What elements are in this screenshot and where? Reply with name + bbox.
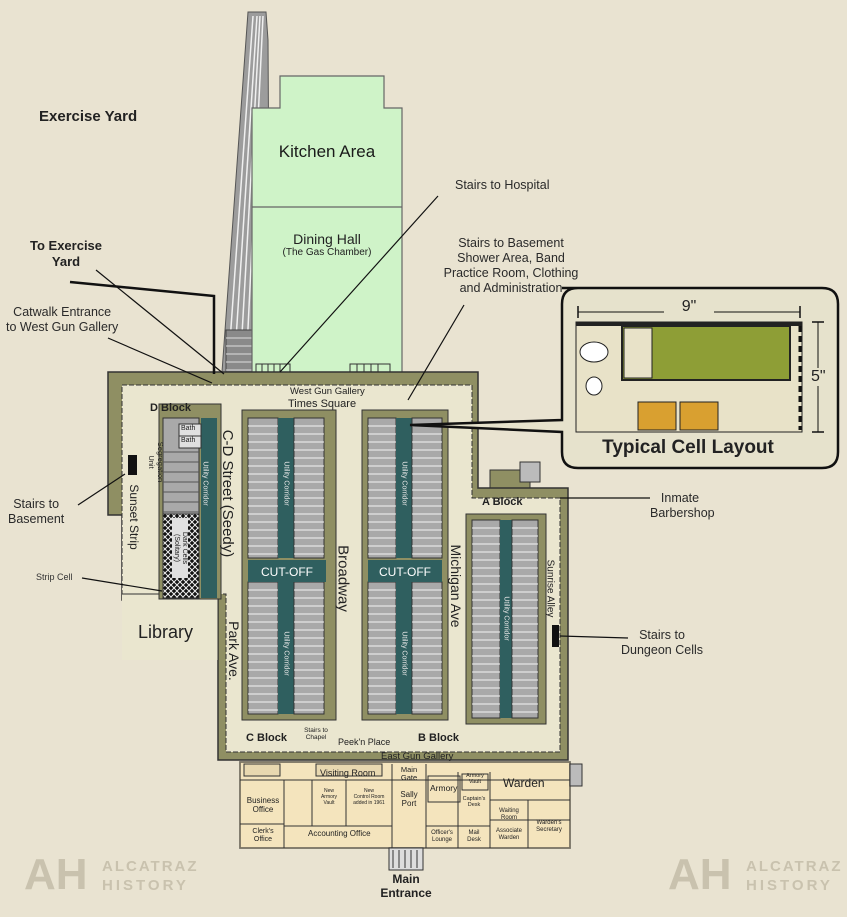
utility-corridor-b-bottom: Utility Corridor [400,631,408,676]
utility-corridor-d: Utility Corridor [201,461,209,506]
west-gun-gallery-label: West Gun Gallery [290,386,365,397]
accounting-office-label: Accounting Office [308,829,371,838]
sally-port-label: Sally Port [400,790,418,808]
utility-corridor-b-top: Utility Corridor [400,461,408,506]
kitchen-label: Kitchen Area [278,142,376,161]
library-label: Library [138,622,194,642]
east-gun-gallery-label: East Gun Gallery [381,751,454,762]
visiting-room-label: Visiting Room [320,768,376,778]
inmate-barbershop-label: Inmate Barbershop [650,491,715,520]
strip-cell-label: Strip Cell [36,572,73,582]
new-armory-vault-label: New Armory Vault [320,788,338,806]
stairs-to-hospital-label: Stairs to Hospital [455,178,550,192]
wardens-secretary-label: Warden's Secretary [536,820,562,833]
warden-label: Warden [503,776,545,790]
stairs-to-basement-right-label: Stairs to Basement Shower Area, Band Pra… [443,236,579,295]
ah-logo-right-icon: AH [668,850,732,899]
armory-label: Armory [430,783,458,793]
associate-warden-label: Associate Warden [495,828,522,841]
bath-label-1: Bath [181,425,196,432]
michigan-ave-label: Michigan Ave [448,544,464,628]
to-exercise-yard-label: To Exercise Yard [30,238,103,269]
cell-height-label: 5" [811,368,826,386]
main-gate-label: Main Gate [400,765,418,782]
utility-corridor-c-top: Utility Corridor [282,461,290,506]
captains-desk-label: Captain's Desk [462,796,486,808]
park-ave-label: Park Ave. [226,621,242,681]
cut-off-right-label: CUT-OFF [379,565,431,579]
b-block-label: B Block [418,732,459,744]
bath-label-2: Bath [181,437,196,444]
utility-corridor-c-bottom: Utility Corridor [282,631,290,676]
mail-desk-label: Mail Desk [467,830,481,843]
cut-off-left-label: CUT-OFF [261,565,313,579]
catwalk-label: Catwalk Entrance to West Gun Gallery [6,305,119,334]
ah-logo-left-icon: AH [24,850,88,899]
segregation-unit-label: Segregation Unit [147,441,165,483]
armory-vault-label: Armory Vault [466,773,484,785]
a-block-label: A Block [482,496,523,508]
c-block-label: C Block [246,732,287,744]
dining-hall-sub-label: (The Gas Chamber) [282,247,372,258]
dark-cells-label: Dark Cells (Solitary) [172,518,188,578]
cd-street-label: C-D Street (Seedy) [219,429,236,558]
stairs-to-chapel-label: Stairs to Chapel [304,727,328,741]
stairs-to-basement-left-label: Stairs to Basement [8,497,65,526]
officers-lounge-label: Officer's Lounge [431,830,453,843]
sunrise-alley-label: Sunrise Alley [544,559,556,618]
times-square-label: Times Square [288,398,357,410]
broadway-label: Broadway [334,545,352,612]
watermark-brand-top-right: ALCATRAZ [746,858,843,875]
typical-cell-layout-label: Typical Cell Layout [602,437,774,458]
new-control-room-label: New Control Room added in 1961 [353,788,385,806]
clerks-office-label: Clerk's Office [252,828,274,843]
watermark-brand-bottom-left: HISTORY [102,877,189,894]
watermark-brand-top-left: ALCATRAZ [102,858,199,875]
waiting-room-label: Waiting Room [499,808,519,821]
cell-width-label: 9" [664,298,714,316]
d-block-label: D Block [150,402,191,414]
peekn-place-label: Peek'n Place [338,737,391,747]
main-entrance-label: Main Entrance [380,872,432,900]
sunset-strip-label: Sunset Strip [127,484,141,550]
utility-corridor-a: Utility Corridor [502,596,510,641]
exercise-yard-label: Exercise Yard [39,108,138,125]
business-office-label: Business Office [246,796,280,814]
dining-hall-label: Dining Hall [293,231,361,247]
watermark-brand-bottom-right: HISTORY [746,877,833,894]
stairs-to-dungeon-label: Stairs to Dungeon Cells [621,628,703,657]
